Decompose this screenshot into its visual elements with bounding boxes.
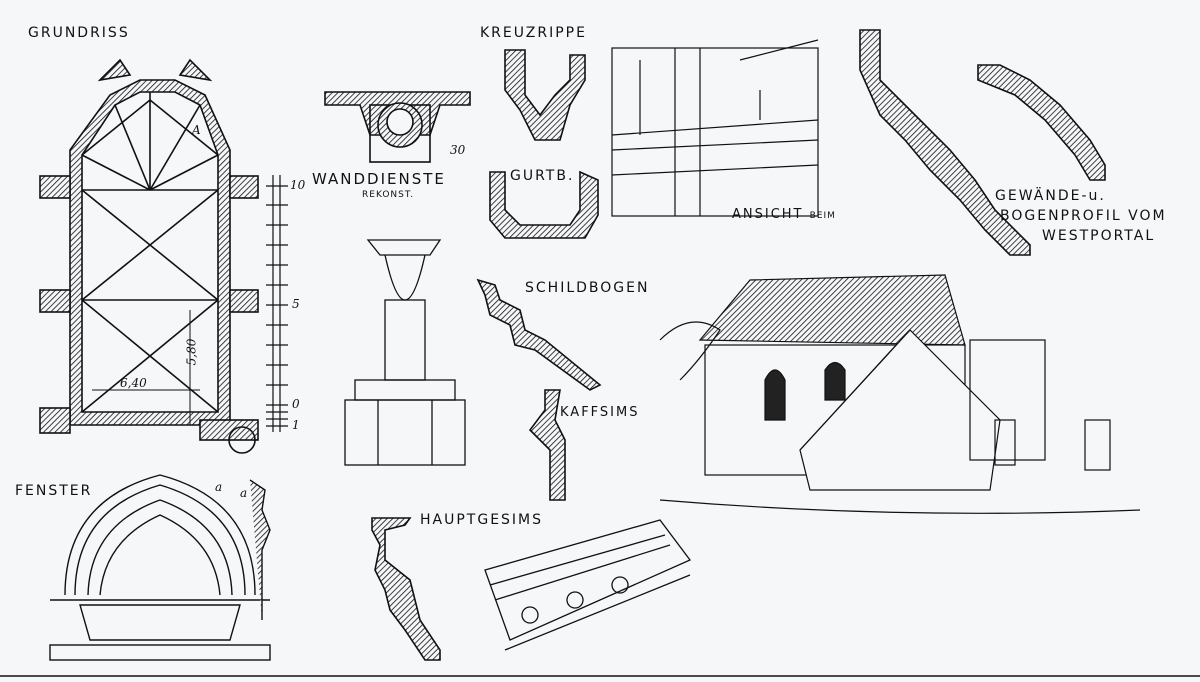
label-gewaende-1: GEWÄNDE-u. [995,188,1106,204]
label-rekonst: REKONST. [362,190,415,200]
fenster-mark-a1: a [215,480,223,494]
wanddienste-profile [324,91,471,163]
scale-bar [266,175,288,432]
plan-length-dim: 5,80 [184,338,199,366]
label-gurtb: GURTB. [510,168,575,184]
church-sketch [659,274,1141,514]
ansicht-elevation [611,39,819,217]
fenster-window [49,474,271,661]
plan-width-dim: 6,40 [120,376,147,390]
scale-tick-10: 10 [290,178,306,192]
fenster-mark-a2: a [240,486,248,500]
gurtb-profile [489,170,599,239]
label-fenster: FENSTER [15,483,93,499]
label-gewaende-3: WESTPORTAL [1042,228,1156,244]
plan-point-a: A [192,123,201,137]
pillar-base [344,239,466,466]
hauptgesims-perspective [484,519,692,651]
gewaende-profile-2 [977,64,1106,181]
label-kreuzrippe: KREUZRIPPE [480,25,587,41]
label-schildbogen: SCHILDBOGEN [525,280,650,296]
label-wanddienste-dim: 30 [450,143,466,157]
hauptgesims-profile [371,517,441,661]
gewaende-profile-1 [859,29,1031,256]
floor-plan [39,58,259,454]
kaffsims-profile [528,389,566,501]
label-gewaende-2: BOGENPROFIL VOM [1000,208,1167,224]
label-ansicht: ANSICHT BEIM [732,207,836,222]
scale-tick-0: 0 [292,397,300,411]
label-wanddienste: WANDDIENSTE [312,170,446,188]
label-hauptgesims: HAUPTGESIMS [420,512,544,528]
kreuzrippe-profile [504,49,586,141]
ansicht-suffix: BEIM [809,211,836,221]
schildbogen-profile [476,278,602,391]
label-grundriss: GRUNDRISS [28,25,130,41]
ansicht-text: ANSICHT [732,207,804,222]
label-kaffsims: KAFFSIMS [560,405,640,420]
scale-tick-1: 1 [292,418,300,432]
scale-tick-5: 5 [292,297,300,311]
